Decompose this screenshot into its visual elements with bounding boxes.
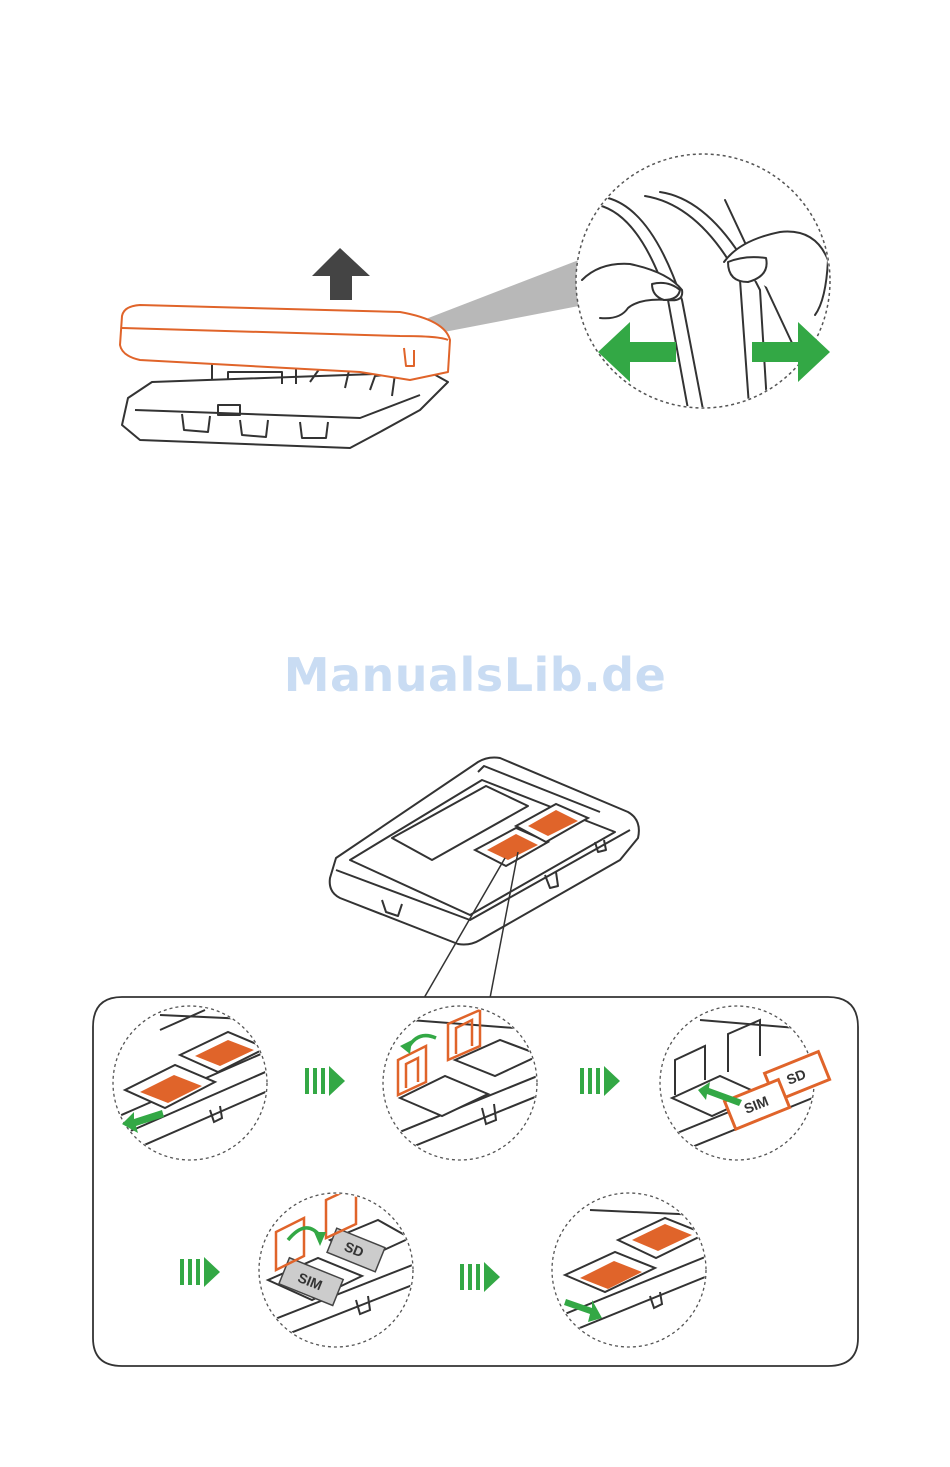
slide-right-arrow-icon: [564, 1299, 602, 1322]
next-step-arrow-icon: [180, 1066, 620, 1292]
back-cover: [120, 305, 450, 380]
flip-down-arrow-icon: [314, 1232, 326, 1246]
zoom-detail-pull-apart: [576, 154, 830, 420]
step-3-insert-cards: SD SIM: [660, 1006, 830, 1160]
slide-left-arrow-icon: [122, 1110, 164, 1133]
step-1-unlock-slot: [110, 1006, 270, 1160]
figure-remove-cover: [0, 0, 950, 560]
step-4-close-slot: SIM SD: [259, 1186, 420, 1347]
device-open-overview: [330, 758, 639, 945]
insert-arrow-icon: [698, 1082, 742, 1106]
up-arrow-icon: [312, 248, 370, 300]
flip-up-arrow-icon: [400, 1040, 412, 1054]
svg-text:SIM: SIM: [742, 1093, 771, 1117]
step-2-open-slot: [380, 1006, 540, 1160]
svg-text:SD: SD: [784, 1066, 808, 1088]
step-5-lock-slot: [550, 1193, 710, 1347]
sim-card: SIM: [725, 1080, 790, 1130]
overview-slots: [475, 804, 588, 866]
sd-card: SD: [765, 1052, 830, 1102]
svg-text:SD: SD: [342, 1238, 366, 1260]
watermark-text: ManualsLib.de: [0, 648, 950, 702]
svg-text:SIM: SIM: [296, 1269, 325, 1293]
steps-frame: [93, 997, 858, 1366]
